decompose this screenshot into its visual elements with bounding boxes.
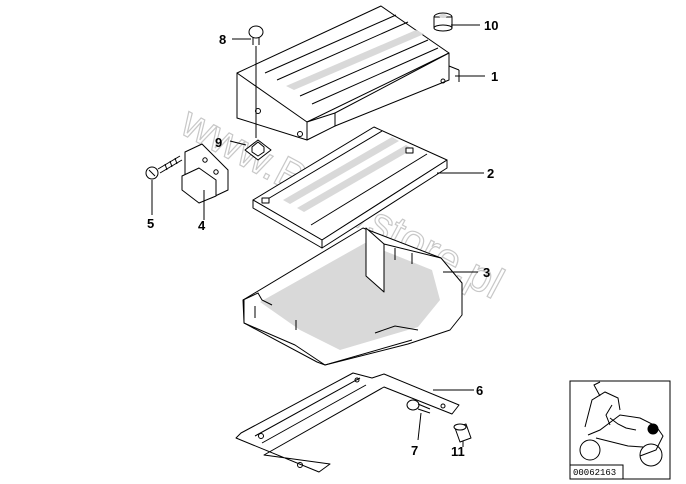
callout-11: 11 (451, 444, 465, 459)
callout-5: 5 (147, 216, 154, 231)
location-thumbnail: 00062163 (569, 380, 671, 480)
part-screw-8 (248, 25, 264, 138)
part-screw-7 (406, 399, 431, 414)
callout-6: 6 (476, 383, 483, 398)
part-tray (242, 227, 463, 366)
part-plate (252, 126, 448, 249)
part-sleeve-11 (453, 423, 472, 443)
location-marker-dot (647, 423, 659, 435)
callout-1: 1 (491, 69, 498, 84)
leader-lines (151, 24, 485, 447)
callout-7: 7 (411, 443, 418, 458)
part-cover (236, 5, 460, 141)
callout-3: 3 (483, 265, 490, 280)
part-bracket (181, 143, 229, 204)
callout-8: 8 (219, 32, 226, 47)
part-screw-5 (145, 155, 183, 180)
callout-9: 9 (215, 135, 222, 150)
part-grommet-10 (433, 12, 453, 32)
callout-4: 4 (198, 218, 206, 233)
motorcycle-sketch (579, 381, 664, 467)
part-clip-9 (244, 139, 272, 161)
callout-10: 10 (484, 18, 498, 33)
callout-2: 2 (487, 166, 494, 181)
part-holder-6 (235, 372, 460, 473)
reference-number: 00062163 (573, 468, 616, 478)
